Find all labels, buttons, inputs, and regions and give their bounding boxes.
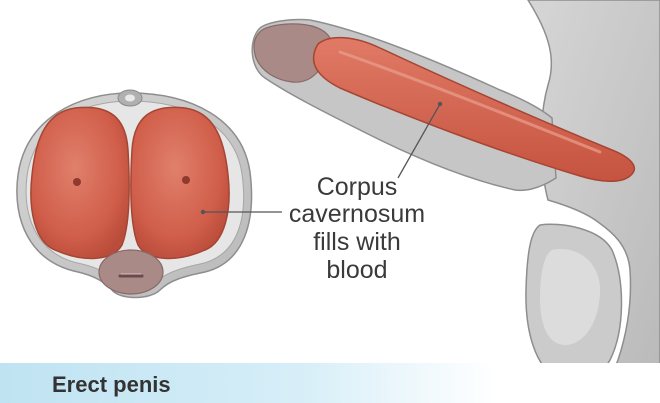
annotation-line-1: Corpus bbox=[317, 173, 398, 201]
cross-section bbox=[17, 90, 252, 298]
leader-dot-side-view bbox=[438, 102, 442, 106]
annotation-line-2: cavernosum bbox=[289, 200, 425, 228]
annotation-line-4: blood bbox=[326, 256, 387, 284]
deep-artery-left bbox=[73, 178, 81, 186]
deep-artery-right bbox=[182, 176, 190, 184]
corpus-cavernosum-right bbox=[131, 107, 229, 258]
figure-caption: Erect penis bbox=[52, 372, 171, 398]
corpus-spongiosum bbox=[99, 250, 163, 294]
leader-dot-cross-section bbox=[201, 210, 205, 214]
annotation-line-3: fills with bbox=[313, 228, 401, 256]
dorsal-vein-inner bbox=[125, 95, 135, 102]
